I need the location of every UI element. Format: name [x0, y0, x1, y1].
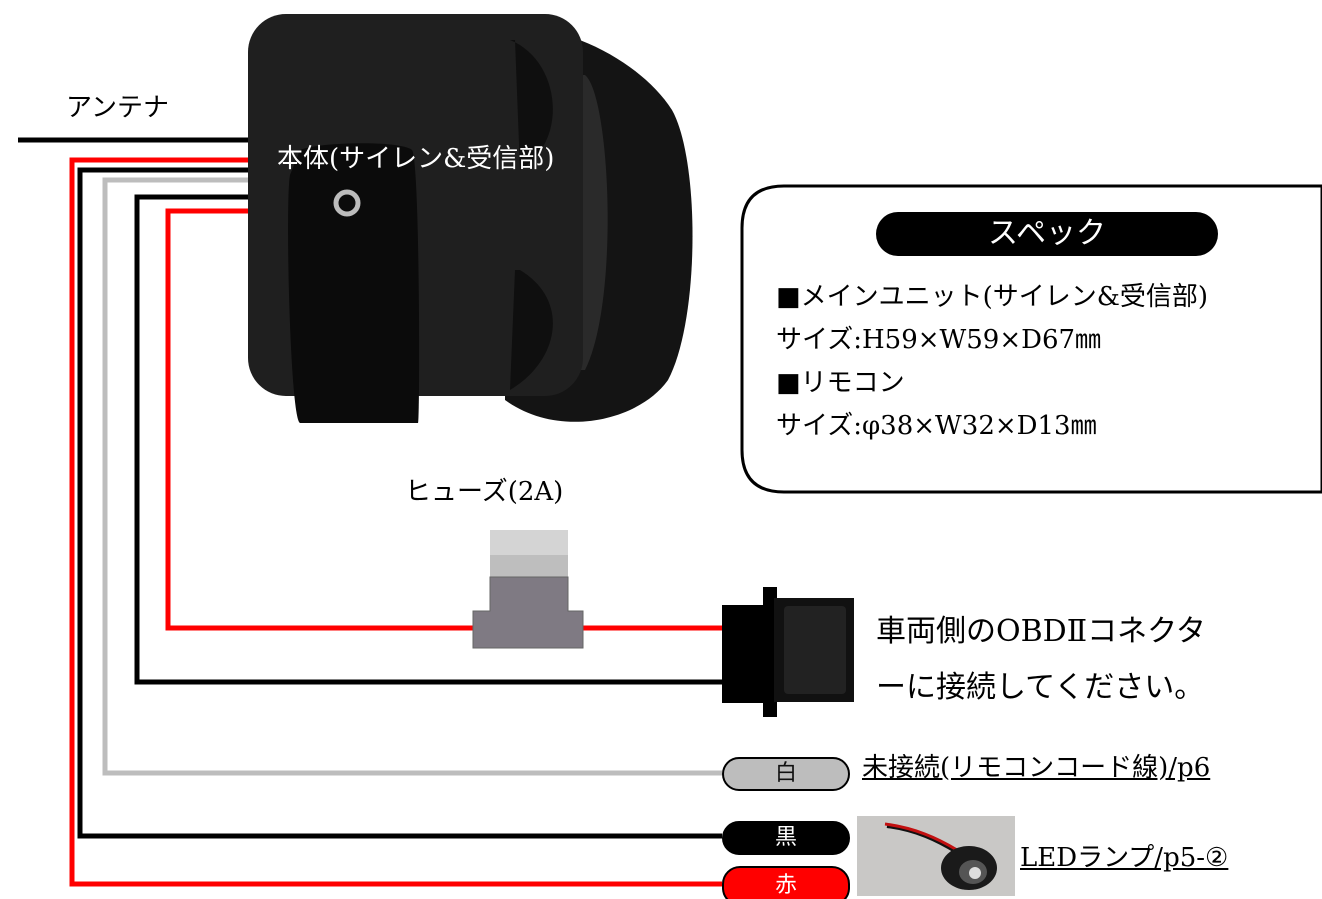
- unit-label: 本体(サイレン&受信部): [277, 144, 555, 174]
- fuse: [472, 530, 584, 649]
- antenna-label: アンテナ: [66, 93, 169, 123]
- spec-line-main-unit: ■メインユニット(サイレン&受信部): [776, 282, 1208, 312]
- led-lamp-destination: LEDランプ/p5-②: [1020, 843, 1229, 873]
- bracket-bolt: [333, 189, 361, 217]
- obd-plug-back: [722, 605, 768, 703]
- main-unit: [248, 14, 693, 423]
- red-wire: [69, 157, 722, 887]
- led-lamp-drawing: [857, 816, 1015, 896]
- unit-rear-notch-top: [510, 40, 553, 170]
- white-wire-destination: 未接続(リモコンコード線)/p6: [862, 753, 1211, 783]
- obd-plug-face: [784, 606, 846, 694]
- fuse-label: ヒューズ(2A): [405, 477, 564, 507]
- fuse-holder: [472, 576, 584, 649]
- wire-tag-black: 黒: [722, 821, 850, 855]
- obd-label-line-2: ーに接続してください。: [876, 670, 1205, 705]
- white-wire: [102, 177, 722, 776]
- spec-line-remote: ■リモコン: [776, 368, 905, 398]
- obd-red-wire: [165, 208, 722, 631]
- obd-connector: [722, 587, 854, 717]
- obd-connector-label: 車両側のOBDⅡコネクタ ーに接続してください。: [876, 604, 1206, 716]
- spec-title: スペック: [876, 212, 1218, 256]
- spec-line-remote-size: サイズ:φ38×W32×D13㎜: [776, 411, 1097, 441]
- spec-body: ■メインユニット(サイレン&受信部) サイズ:H59×W59×D67㎜ ■リモコ…: [776, 276, 1208, 448]
- black-wire: [77, 167, 722, 839]
- wire-tag-red: 赤: [722, 866, 850, 899]
- unit-rear-notch-bottom: [510, 270, 553, 390]
- obd-black-wire: [134, 194, 722, 685]
- obd-label-line-1: 車両側のOBDⅡコネクタ: [876, 614, 1206, 649]
- wire-tag-white: 白: [722, 757, 850, 791]
- spec-line-main-size: サイズ:H59×W59×D67㎜: [776, 325, 1102, 355]
- unit-bracket: [288, 143, 420, 423]
- spec-box: [740, 184, 1322, 494]
- fuse-blade-shade: [490, 555, 568, 578]
- led-lamp-photo: [857, 816, 1015, 896]
- obd-flange: [763, 587, 777, 717]
